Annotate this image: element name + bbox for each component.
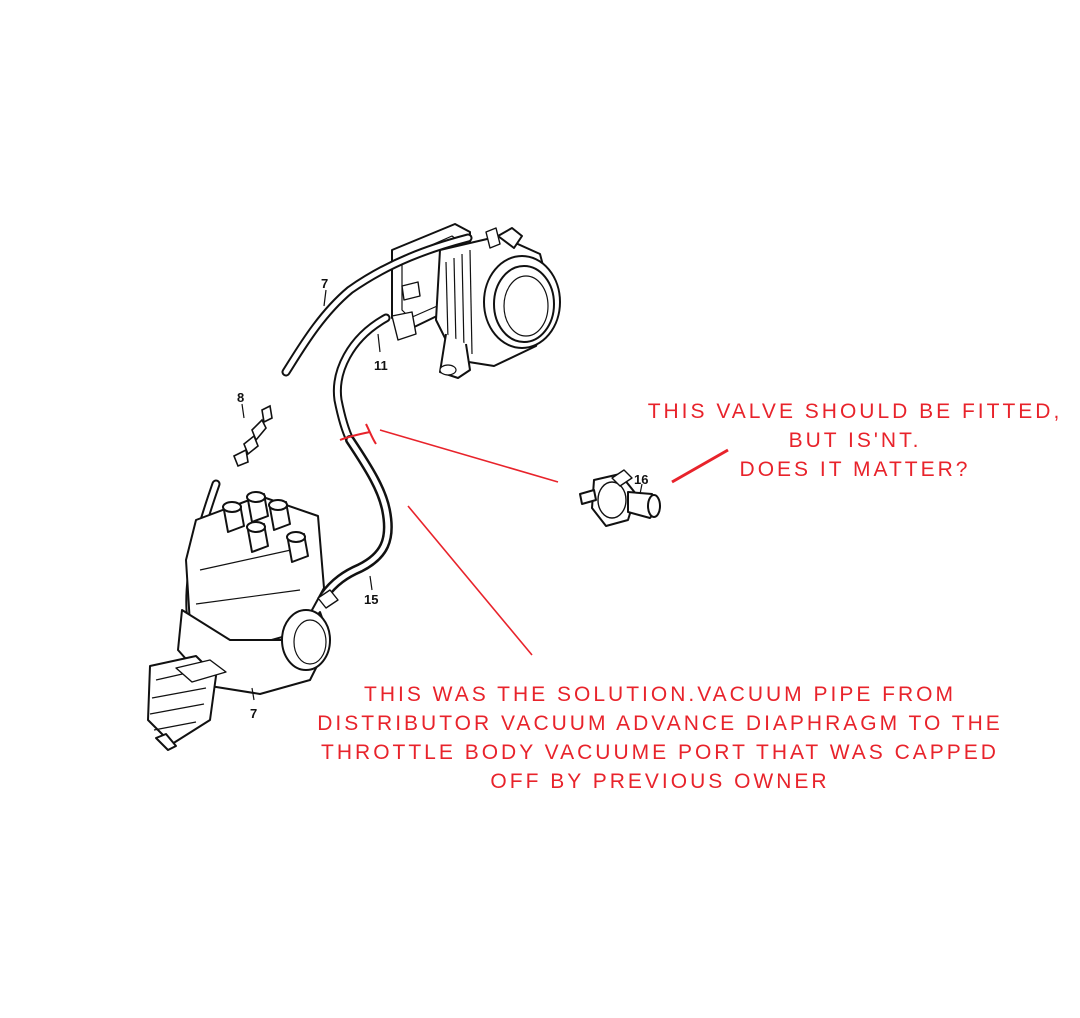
throttle-body [391,223,561,379]
callout-15: 15 [364,592,378,607]
callout-7-upper: 7 [321,276,328,291]
solution-annotation-line-3: THROTTLE BODY VACUUME PORT THAT WAS CAPP… [321,741,999,764]
valve-annotation-line-1: THIS VALVE SHOULD BE FITTED, [647,400,1063,423]
solution-annotation-line-2: DISTRIBUTOR VACUUM ADVANCE DIAPHRAGM TO … [317,712,1003,735]
connector-8 [232,404,273,468]
callout-8: 8 [237,390,244,405]
callout-11: 11 [374,358,388,373]
solution-annotation-line-1: THIS WAS THE SOLUTION.VACUUM PIPE FROM [364,683,956,706]
solution-annotation: THIS WAS THE SOLUTION.VACUUM PIPE FROM D… [300,680,1020,796]
annotation-pointers [379,429,729,656]
valve-16 [579,469,661,527]
distributor [147,491,339,751]
callout-7-lower: 7 [250,706,257,721]
callout-leaders [241,289,643,701]
solution-annotation-line-4: OFF BY PREVIOUS OWNER [490,770,830,793]
valve-annotation-line-2: BUT IS'NT. [788,429,922,452]
hose-break-mark [339,423,377,445]
valve-annotation: THIS VALVE SHOULD BE FITTED, BUT IS'NT. … [620,397,1080,484]
valve-annotation-line-3: DOES IT MATTER? [739,458,971,481]
vacuum-hose-11 [332,313,391,445]
callout-16: 16 [634,472,648,487]
vacuum-hose-7-upper [281,233,473,377]
vacuum-hose-15 [319,435,393,601]
